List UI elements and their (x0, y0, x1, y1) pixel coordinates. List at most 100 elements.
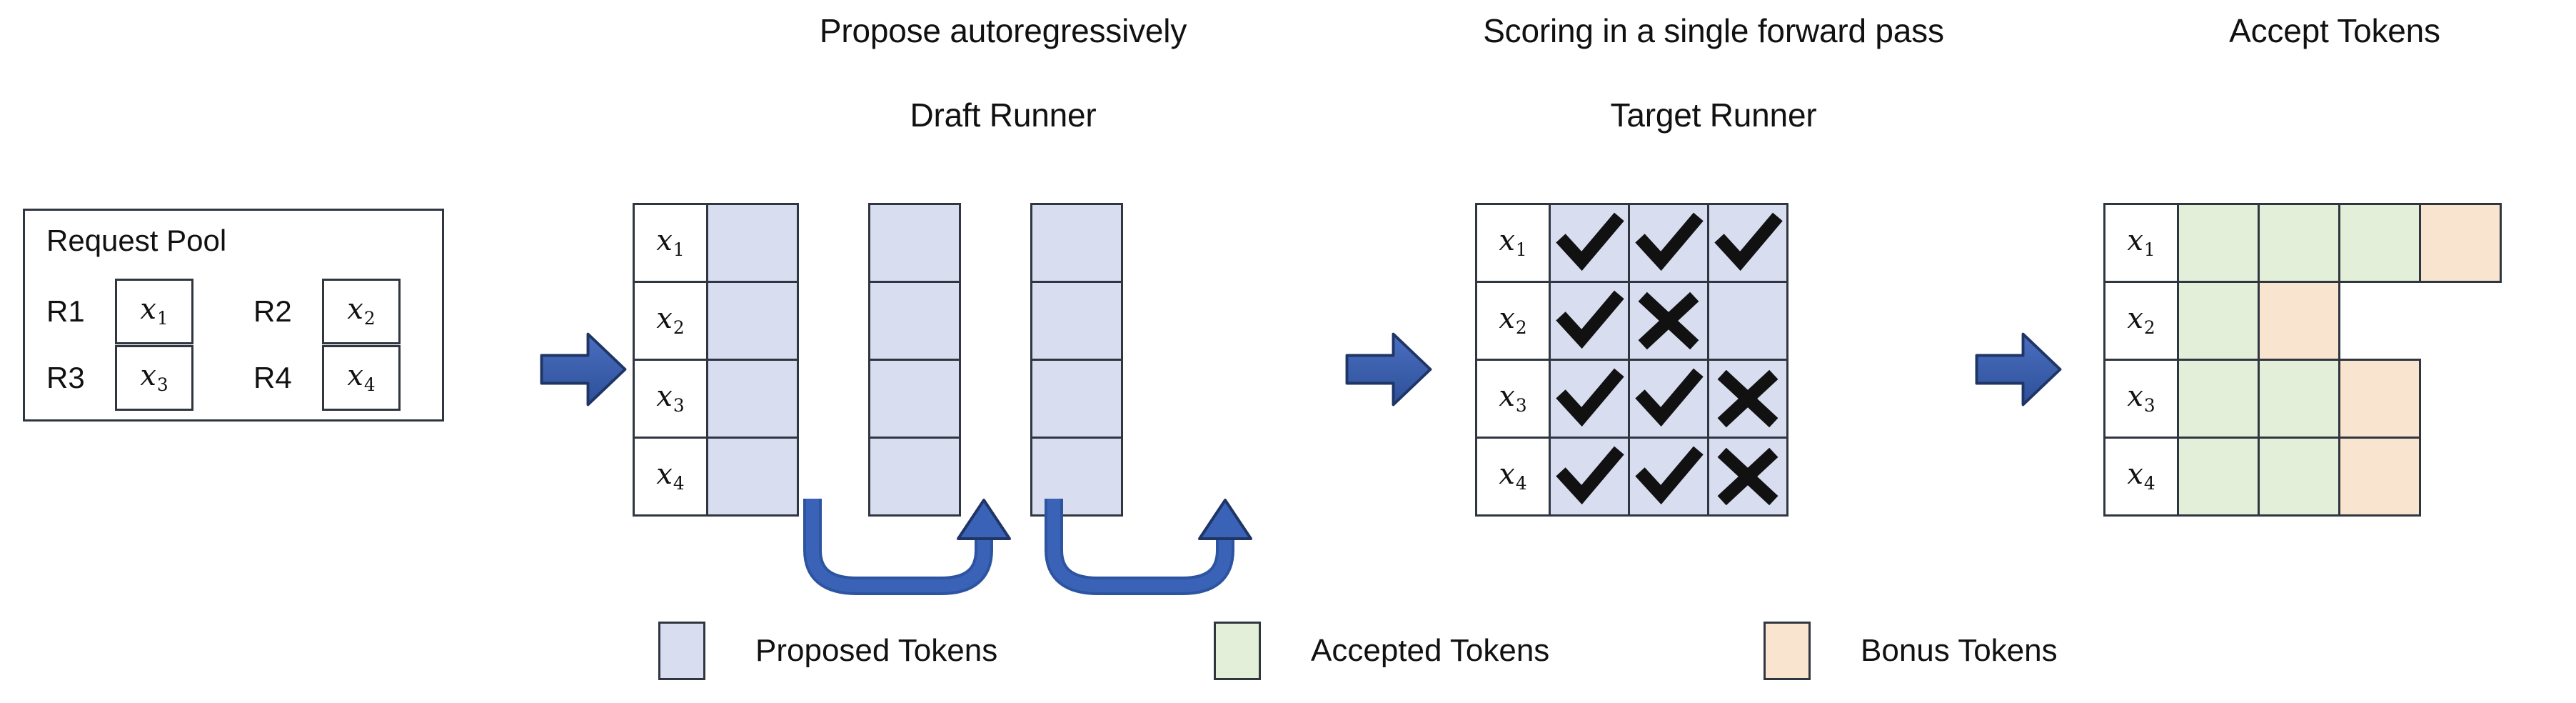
cross-icon (1717, 447, 1778, 506)
accept-row-label-x3: x3 (2103, 359, 2179, 439)
legend-item-proposed: Proposed Tokens (658, 622, 997, 680)
target-row-label-x1: x1 (1475, 203, 1551, 283)
check-icon (1635, 212, 1704, 271)
target-row-label-x3: x3 (1475, 359, 1551, 439)
draft-row-label-x4: x4 (633, 437, 708, 517)
accept-cell-r1-c4-bonus (2419, 203, 2502, 283)
check-icon (1556, 446, 1624, 505)
target-cell-r3-c1 (1549, 359, 1630, 439)
legend-item-accepted: Accepted Tokens (1214, 622, 1549, 680)
target-cell-r1-c2 (1628, 203, 1709, 283)
accept-cell-r2-c1 (2177, 281, 2260, 361)
accept-row-label-x4: x4 (2103, 437, 2179, 517)
autoregressive-loop-arrow-1 (793, 499, 1028, 609)
accept-cell-r3-c2 (2258, 359, 2340, 439)
token-glyph-x4: x4 (1499, 458, 1527, 494)
arrow-draft-to-target (1342, 323, 1435, 419)
cross-icon (1717, 369, 1778, 428)
cross-icon (1638, 291, 1699, 350)
token-glyph-x2: x2 (2127, 302, 2155, 338)
request-pool-row-r3: R3 x3 (46, 345, 193, 411)
target-cell-r1-c3 (1707, 203, 1788, 283)
draft-cell-s3-r2 (1030, 281, 1123, 361)
draft-cell-s3-r3 (1030, 359, 1123, 439)
draft-row-label-x2: x2 (633, 281, 708, 361)
request-token-box-r4: x4 (322, 345, 401, 411)
accept-row-label-x1: x1 (2103, 203, 2179, 283)
check-icon (1556, 212, 1624, 271)
draft-row-label-x3: x3 (633, 359, 708, 439)
draft-cell-s1-r4 (706, 437, 799, 517)
request-token-box-r3: x3 (115, 345, 193, 411)
draft-cell-s2-r3 (868, 359, 961, 439)
legend-item-bonus: Bonus Tokens (1764, 622, 2058, 680)
token-glyph-x3: x3 (1499, 380, 1527, 416)
token-glyph-x3: x3 (140, 359, 168, 395)
title-target-runner: Target Runner (1610, 96, 1817, 134)
request-pool-row-r4: R4 x4 (253, 345, 401, 411)
draft-cell-s2-r1 (868, 203, 961, 283)
arrow-target-to-accept (1972, 323, 2065, 419)
accept-cell-r3-c1 (2177, 359, 2260, 439)
caption-propose-autoregressively: Propose autoregressively (819, 12, 1187, 49)
check-icon (1635, 446, 1704, 505)
token-glyph-x3: x3 (2127, 380, 2155, 416)
legend: Proposed Tokens Accepted Tokens Bonus To… (0, 616, 2576, 687)
legend-swatch-accepted (1214, 622, 1261, 680)
accept-cell-r2-c2-bonus (2258, 281, 2340, 361)
legend-label-accepted: Accepted Tokens (1311, 633, 1550, 668)
token-glyph-x1: x1 (1499, 224, 1527, 260)
request-label-r3: R3 (46, 361, 85, 394)
arrow-pool-to-draft (537, 323, 630, 419)
check-icon (1635, 368, 1704, 427)
request-label-r4: R4 (253, 361, 292, 394)
request-token-box-r2: x2 (322, 279, 401, 344)
title-draft-runner: Draft Runner (910, 96, 1097, 134)
token-glyph-x1: x1 (2127, 224, 2155, 260)
accept-cell-r1-c2 (2258, 203, 2340, 283)
target-cell-r3-c3 (1707, 359, 1788, 439)
token-glyph-x2: x2 (347, 293, 376, 329)
accept-cell-r4-c1 (2177, 437, 2260, 517)
legend-swatch-proposed (658, 622, 705, 680)
accept-cell-r1-c3 (2338, 203, 2421, 283)
token-glyph-x1: x1 (656, 224, 685, 260)
target-row-label-x4: x4 (1475, 437, 1551, 517)
target-cell-r4-c1 (1549, 437, 1630, 517)
accept-cell-r4-c3-bonus (2338, 437, 2421, 517)
check-icon (1714, 212, 1783, 271)
target-cell-r4-c2 (1628, 437, 1709, 517)
token-glyph-x2: x2 (1499, 302, 1527, 338)
token-glyph-x3: x3 (656, 380, 685, 416)
accept-cell-r3-c3-bonus (2338, 359, 2421, 439)
draft-cell-s2-r2 (868, 281, 961, 361)
draft-row-label-x1: x1 (633, 203, 708, 283)
token-glyph-x4: x4 (656, 458, 685, 494)
draft-cell-s1-r2 (706, 281, 799, 361)
draft-cell-s1-r1 (706, 203, 799, 283)
request-label-r1: R1 (46, 294, 85, 328)
target-cell-r4-c3 (1707, 437, 1788, 517)
token-glyph-x4: x4 (347, 359, 376, 395)
caption-accept-tokens: Accept Tokens (2229, 12, 2440, 49)
draft-cell-s1-r3 (706, 359, 799, 439)
autoregressive-loop-arrow-2 (1034, 499, 1269, 609)
draft-cell-s2-r4 (868, 437, 961, 517)
target-cell-r2-c3 (1707, 281, 1788, 361)
request-pool-panel: Request Pool R1 x1 R2 x2 R3 x3 R4 x4 (23, 209, 444, 422)
target-cell-r2-c2 (1628, 281, 1709, 361)
target-cell-r1-c1 (1549, 203, 1630, 283)
token-glyph-x2: x2 (656, 302, 685, 338)
draft-cell-s3-r1 (1030, 203, 1123, 283)
target-row-label-x2: x2 (1475, 281, 1551, 361)
token-glyph-x4: x4 (2127, 458, 2155, 494)
accept-cell-r4-c2 (2258, 437, 2340, 517)
check-icon (1556, 368, 1624, 427)
check-icon (1556, 290, 1624, 349)
legend-label-bonus: Bonus Tokens (1861, 633, 2058, 668)
request-pool-row-r2: R2 x2 (253, 279, 401, 344)
accept-row-label-x2: x2 (2103, 281, 2179, 361)
request-label-r2: R2 (253, 294, 292, 328)
target-cell-r2-c1 (1549, 281, 1630, 361)
token-glyph-x1: x1 (140, 293, 168, 329)
